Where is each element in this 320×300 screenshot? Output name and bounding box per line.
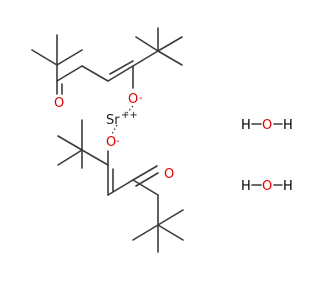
carbonyl-double-bond	[132, 165, 158, 181]
bond	[157, 209, 184, 226]
bond	[135, 36, 159, 52]
bond	[81, 149, 109, 166]
bond	[132, 224, 159, 241]
carbonyl-oxygen-2: O	[164, 167, 174, 182]
water-1: H O H	[241, 118, 293, 133]
water-2: H O H	[241, 179, 293, 194]
ligand-2	[57, 119, 184, 253]
water-1-oxygen: O	[262, 118, 272, 133]
strontium-atom: Sr	[106, 113, 120, 128]
alkene-double-bond	[109, 60, 134, 75]
bond	[107, 179, 134, 196]
bond	[157, 224, 184, 241]
molecule-structure-diagram: O O - Sr ++ O - O H O	[31, 27, 293, 253]
carbonyl-oxygen-1: O	[54, 96, 64, 111]
bond	[56, 65, 83, 82]
water-2-oxygen: O	[262, 179, 272, 194]
bond	[57, 135, 83, 151]
enolate-charge-1: -	[139, 93, 143, 104]
water-1-hydrogen-right: H	[283, 118, 293, 133]
bond	[56, 49, 83, 66]
ligand-1	[31, 27, 183, 95]
strontium-charge: ++	[121, 110, 138, 121]
water-2-hydrogen-left: H	[241, 179, 251, 194]
water-2-hydrogen-right: H	[283, 179, 293, 194]
bond	[57, 149, 83, 166]
bond	[31, 49, 58, 66]
bond	[132, 179, 159, 196]
bond	[81, 65, 109, 82]
enolate-oxygen-1: O	[128, 92, 138, 107]
bond	[107, 65, 134, 82]
coordination-bond	[125, 105, 134, 115]
bond	[157, 36, 183, 52]
enolate-oxygen-2: O	[106, 135, 116, 150]
water-1-hydrogen-left: H	[241, 118, 251, 133]
bond	[157, 50, 183, 66]
bond	[132, 50, 159, 67]
coordination-bond	[111, 124, 118, 135]
enolate-charge-2: -	[116, 136, 120, 147]
